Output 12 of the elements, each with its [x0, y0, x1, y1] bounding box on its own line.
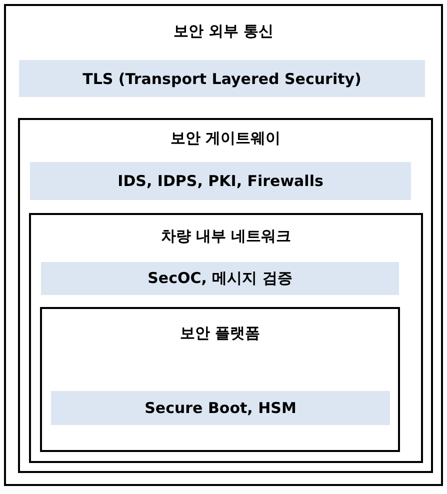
- text-band: Secure Boot, HSM: [51, 391, 390, 425]
- container-box: [4, 4, 443, 486]
- section-heading: 보안 게이트웨이: [169, 129, 282, 148]
- text-band: SecOC, 메시지 검증: [41, 262, 399, 295]
- section-heading: 보안 플랫폼: [178, 324, 262, 343]
- text-band: IDS, IDPS, PKI, Firewalls: [30, 162, 411, 200]
- container-box: [29, 213, 423, 463]
- section-heading: 보안 외부 통신: [172, 22, 275, 41]
- container-box: [18, 118, 433, 473]
- section-heading: 차량 내부 네트워크: [160, 227, 292, 246]
- container-box: [40, 307, 400, 452]
- text-band: TLS (Transport Layered Security): [19, 60, 425, 97]
